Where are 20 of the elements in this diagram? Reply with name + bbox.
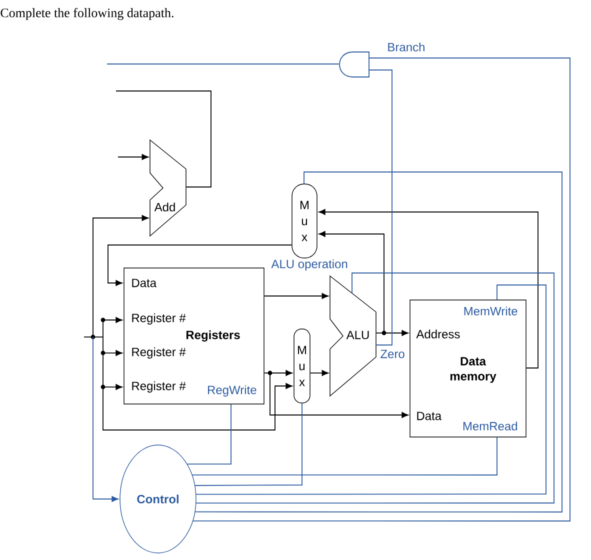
signal-label: MemWrite — [464, 306, 518, 316]
port-label: Register # — [132, 313, 186, 325]
and-gate-symbol — [339, 52, 370, 78]
edge-label: Branch — [388, 42, 424, 52]
port-label: Register # — [132, 381, 186, 393]
edge-label: Zero — [380, 350, 404, 358]
register-file-box — [124, 268, 264, 404]
port-label: Data — [132, 278, 157, 288]
component-title: Data memory — [450, 357, 496, 383]
port-label: Register # — [132, 347, 186, 359]
multiplexer: M u x — [294, 328, 310, 404]
title: Complete the following datapath. — [0, 8, 174, 20]
component-title: Registers — [186, 330, 240, 342]
edge-label: ALU operation — [271, 259, 348, 271]
multiplexer: M u x — [292, 184, 318, 258]
signal-label: MemRead — [463, 422, 518, 430]
port-label: Data — [417, 412, 442, 420]
port-label: Address — [416, 330, 460, 338]
signal-label: RegWrite — [208, 385, 256, 397]
data-memory-box — [410, 300, 526, 438]
